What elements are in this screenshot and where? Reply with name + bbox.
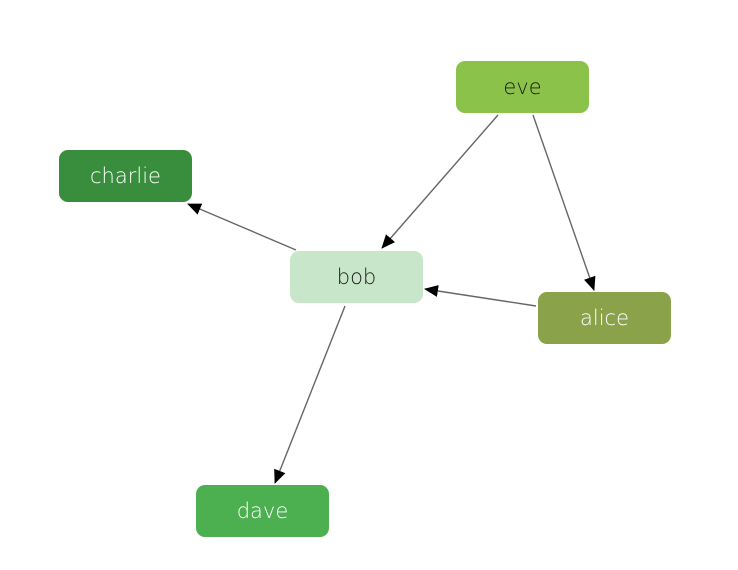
node-bob[interactable]: bob [290, 251, 423, 303]
node-charlie[interactable]: charlie [59, 150, 192, 202]
node-bob-box [290, 251, 423, 303]
node-alice-box [538, 292, 671, 344]
edge-alice-bob [424, 285, 537, 307]
node-charlie-box [59, 150, 192, 202]
node-charlie-label: charlie [90, 164, 161, 188]
node-dave-label: dave [237, 499, 289, 523]
node-eve[interactable]: eve [456, 61, 589, 113]
node-eve-box [456, 61, 589, 113]
edge-bob-dave [274, 305, 346, 484]
node-bob-label: bob [337, 265, 377, 289]
node-dave-box [196, 485, 329, 537]
edge-bob-charlie [187, 203, 297, 251]
node-dave[interactable]: dave [196, 485, 329, 537]
node-eve-label: eve [503, 75, 541, 99]
node-alice-label: alice [580, 306, 629, 330]
edge-eve-bob [381, 114, 499, 249]
edge-eve-alice [532, 114, 596, 291]
node-alice[interactable]: alice [538, 292, 671, 344]
